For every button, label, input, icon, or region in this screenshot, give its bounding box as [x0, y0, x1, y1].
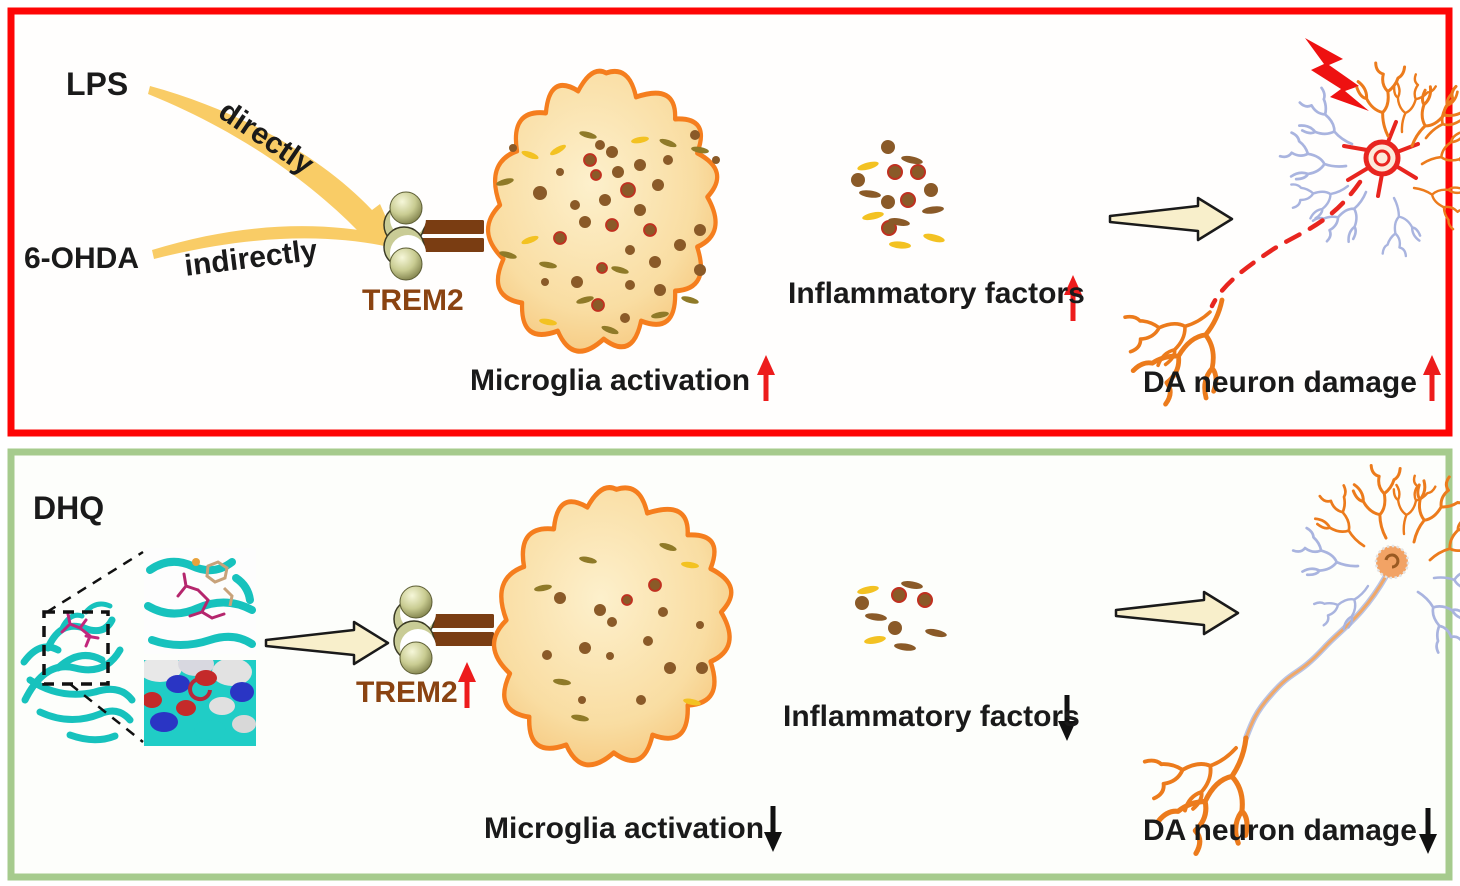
axon-break-dashed	[1209, 179, 1363, 309]
microglia-activation-label: Microglia activation	[484, 812, 765, 845]
zoom-dashed-box	[42, 610, 110, 686]
inflammatory-factors-cluster	[855, 581, 947, 651]
lps-label: LPS	[66, 66, 129, 102]
microglia-activation-label: Microglia activation	[470, 364, 751, 397]
lightning-bolt-icon	[1305, 38, 1369, 111]
ohda-label: 6-OHDA	[24, 242, 140, 275]
microglia-lipid-dashes	[496, 131, 709, 335]
docking-inset-surface	[144, 660, 256, 746]
microglia-granules	[542, 578, 708, 705]
trem2-label: TREM2	[362, 284, 464, 317]
microglia-lipid-dashes	[534, 543, 701, 722]
golden-arrow-directly	[148, 86, 400, 248]
inflammatory-factors-label: Inflammatory factors	[788, 277, 1085, 310]
microglia-granules	[509, 130, 720, 323]
docking-inset-ribbon	[144, 548, 256, 654]
trem2-label: TREM2	[356, 676, 458, 709]
dhq-label: DHQ	[33, 490, 105, 526]
inflammatory-factors-cluster	[851, 140, 945, 249]
da-neuron-damage-label: DA neuron damage	[1143, 814, 1417, 847]
golden-arrow-indirectly	[152, 226, 390, 259]
inflammatory-factors-label: Inflammatory factors	[783, 700, 1080, 733]
zoom-dashed-lines	[46, 550, 144, 743]
da-neuron-damaged	[1114, 57, 1460, 422]
dhq-ligand-sticks	[60, 612, 100, 648]
da-neuron-damage-label: DA neuron damage	[1143, 366, 1417, 399]
da-neuron-healthy	[1133, 459, 1460, 870]
